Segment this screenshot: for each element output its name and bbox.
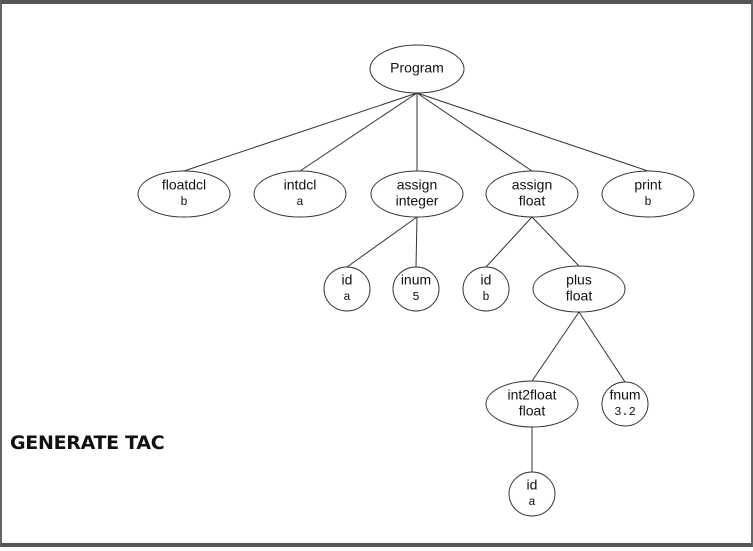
node-label-text: int2float	[507, 387, 556, 403]
edge-assign-integer-to-id-a	[346, 216, 418, 268]
node-ellipse	[253, 170, 347, 218]
node-label-text: id	[342, 272, 353, 288]
tree-node-program: Program	[369, 44, 465, 94]
node-ellipse	[485, 170, 579, 218]
node-ellipse	[392, 266, 440, 312]
node-ellipse	[369, 44, 465, 94]
node-label-text: id	[481, 272, 492, 288]
edge-program-to-assign-float	[416, 92, 533, 172]
tree-node-id-b: id b	[462, 266, 510, 312]
node-ellipse	[370, 170, 464, 218]
node-label-text: floatdcl	[162, 177, 206, 193]
node-ellipse	[601, 381, 649, 427]
edge-assign-integer-to-inum	[415, 216, 418, 268]
node-ellipse	[508, 471, 556, 517]
node-value-text: a	[343, 290, 350, 304]
node-label-text: plus	[566, 272, 592, 288]
node-label-text: id	[527, 477, 538, 493]
node-value-text: b	[644, 195, 651, 209]
edge-assign-float-to-id-b	[485, 216, 533, 268]
tree-node-print: print b	[601, 170, 695, 218]
edge-plus-float-to-fnum	[578, 311, 626, 383]
tree-node-intdcl: intdcl a	[253, 170, 347, 218]
node-label-text: float	[519, 193, 546, 209]
node-label-text: assign	[397, 177, 437, 193]
node-label-text: Program	[390, 60, 444, 76]
node-ellipse	[137, 170, 231, 218]
node-ellipse	[601, 170, 695, 218]
node-label-text: assign	[512, 177, 552, 193]
node-label-text: intdcl	[284, 177, 317, 193]
tree-node-fnum: fnum 3.2	[601, 381, 649, 427]
node-value-text: 3.2	[614, 405, 636, 419]
tree-node-inum: inum 5	[392, 266, 440, 312]
node-value-text: a	[528, 495, 535, 509]
tree-nodes: Programfloatdclbintdclaassignintegerassi…	[137, 44, 695, 517]
node-label-text: inum	[401, 272, 431, 288]
node-value-text: a	[296, 195, 303, 209]
edge-plus-float-to-int2float	[531, 311, 580, 382]
node-label-text: integer	[396, 193, 439, 209]
tree-node-id-a-2: id a	[508, 471, 556, 517]
syntax-tree-diagram: Programfloatdclbintdclaassignintegerassi…	[137, 44, 695, 517]
node-ellipse	[462, 266, 510, 312]
node-label-text: fnum	[609, 387, 640, 403]
tree-edges	[183, 92, 649, 472]
edge-program-to-print	[416, 92, 649, 172]
node-ellipse	[532, 265, 626, 313]
node-value-text: b	[180, 195, 187, 209]
edge-program-to-floatdcl	[183, 92, 418, 172]
node-ellipse	[323, 266, 371, 312]
tree-node-floatdcl: floatdcl b	[137, 170, 231, 218]
node-ellipse	[485, 380, 579, 428]
edge-program-to-intdcl	[299, 92, 418, 172]
node-value-text: 5	[412, 290, 419, 304]
slide-heading: GENERATE TAC	[10, 432, 165, 454]
edge-assign-float-to-plus-float	[531, 216, 580, 267]
node-value-text: b	[482, 290, 489, 304]
node-label-text: float	[566, 288, 593, 304]
node-label-text: float	[519, 403, 546, 419]
tree-node-id-a: id a	[323, 266, 371, 312]
node-label-text: print	[634, 177, 661, 193]
